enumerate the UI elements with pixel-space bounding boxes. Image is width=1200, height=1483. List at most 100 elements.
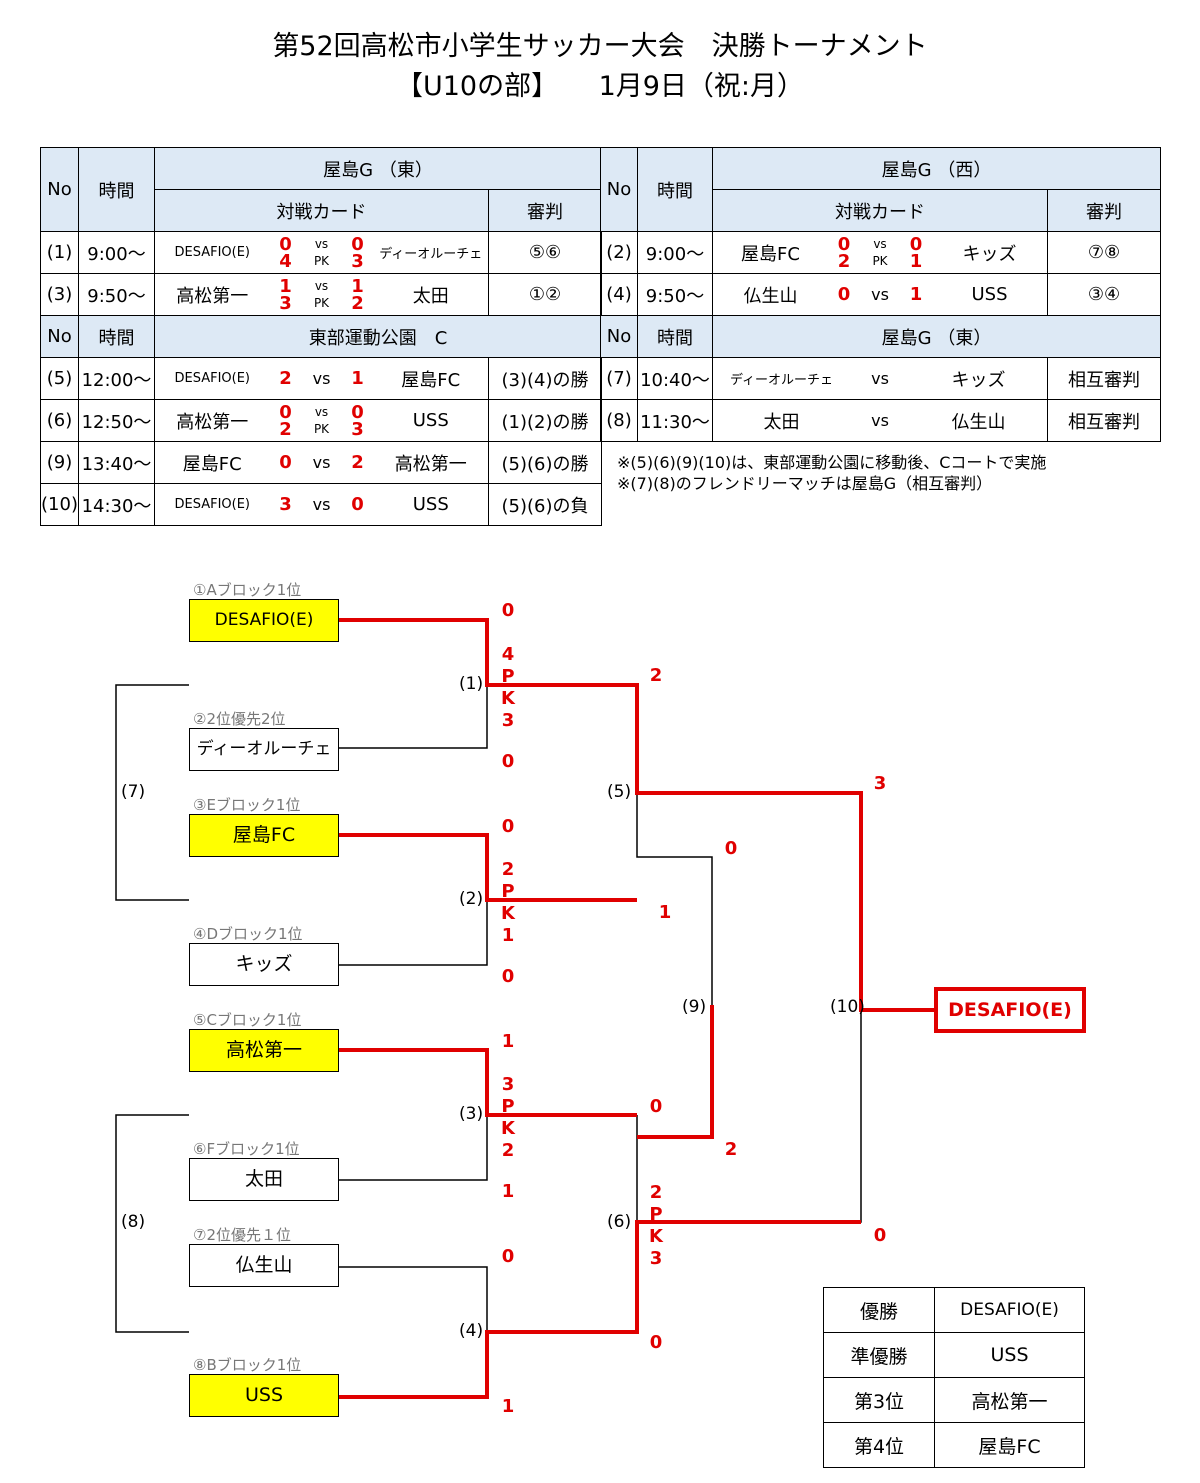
vs-label: vs xyxy=(871,369,889,388)
score-1: 0 xyxy=(837,284,851,305)
match-label-8: (8) xyxy=(121,1212,146,1232)
seed-team-5: 高松第一 xyxy=(189,1029,339,1072)
header-card: 対戦カード xyxy=(154,189,489,232)
team-1: 高松第一 xyxy=(176,411,249,433)
vs-label: vs xyxy=(871,411,889,430)
match-ref: 相互審判 xyxy=(1046,399,1162,442)
match-label-3: (3) xyxy=(459,1104,484,1124)
match-row-4: (4) 9:50～ 仏生山 0 vs 1 USS ③④ xyxy=(600,273,1162,316)
match-no: (7) xyxy=(600,357,638,400)
line-m4-top xyxy=(339,1266,488,1332)
score-1: 1 xyxy=(279,275,292,297)
match-no: (1) xyxy=(40,231,79,274)
header-time: 時間 xyxy=(78,147,155,232)
match-row-5: (5) 12:00～ DESAFIO(E) 2 vs 1 屋島FC (3)(4)… xyxy=(40,357,603,400)
ranking-row-1: 優勝 DESAFIO(E) xyxy=(823,1287,1085,1333)
seed-label-4: ④Dブロック1位 xyxy=(193,925,303,943)
line-m8-bracket xyxy=(115,1114,189,1333)
note-venue: ※(5)(6)(9)(10)は、東部運動公園に移動後、Cコートで実施 xyxy=(617,453,1047,472)
seed-team-2: ディーオルーチェ xyxy=(189,728,339,771)
note-friendly: ※(7)(8)のフレンドリーマッチは屋島G（相互審判） xyxy=(617,474,993,493)
match-time: 10:40～ xyxy=(637,357,713,400)
pk-score-2: 2 xyxy=(351,292,364,314)
vs-label: vs xyxy=(314,278,329,293)
match-time: 9:50～ xyxy=(637,273,713,316)
score-m4-top: 0 xyxy=(501,1246,515,1267)
line-m2-bottom xyxy=(339,900,488,966)
team-2: USS xyxy=(412,410,449,431)
venue-header: 屋島G （東） xyxy=(153,147,603,190)
match-label-6: (6) xyxy=(607,1212,632,1232)
vs-label: vs xyxy=(873,236,887,251)
match-ref: (5)(6)の勝 xyxy=(487,441,603,484)
score-m9-bottom: 2 xyxy=(724,1139,738,1160)
header-time: 時間 xyxy=(78,315,155,358)
pk-label: PK xyxy=(313,421,330,436)
rank-place: 準優勝 xyxy=(823,1332,935,1378)
pk-score-1: 4 xyxy=(279,250,292,272)
team-1: DESAFIO(E) xyxy=(174,371,250,386)
rank-place: 第4位 xyxy=(823,1422,935,1468)
score-m1-top: 0 xyxy=(501,600,515,621)
vs-label: vs xyxy=(314,404,329,419)
ranking-row-4: 第4位 屋島FC xyxy=(823,1422,1085,1468)
bracket-lines-red xyxy=(339,618,937,1399)
seed-team-3: 屋島FC xyxy=(189,814,339,857)
ranking-row-3: 第3位 高松第一 xyxy=(823,1377,1085,1423)
seed-label-6: ⑥Fブロック1位 xyxy=(193,1140,300,1158)
header-time: 時間 xyxy=(637,315,713,358)
match-label-9: (9) xyxy=(682,997,707,1017)
team-2: USS xyxy=(971,284,1008,305)
score-1: 0 xyxy=(837,233,851,255)
header-card: 対戦カード xyxy=(712,189,1048,232)
header-time: 時間 xyxy=(637,147,713,232)
vs-label: vs xyxy=(312,369,331,388)
team-1: DESAFIO(E) xyxy=(174,245,250,260)
score-2: 2 xyxy=(351,452,364,473)
score-m10-top: 3 xyxy=(873,773,887,794)
match-ref: ③④ xyxy=(1046,273,1162,316)
team-2: キッズ xyxy=(962,243,1017,265)
bracket-lines-black xyxy=(115,684,862,1333)
pk-score-1: 2 xyxy=(837,250,851,272)
header-ref: 審判 xyxy=(487,189,603,232)
match-ref: (1)(2)の勝 xyxy=(487,399,603,442)
team-1: 太田 xyxy=(763,411,800,433)
match-ref: 相互審判 xyxy=(1046,357,1162,400)
champion-box: DESAFIO(E) xyxy=(934,987,1086,1033)
vs-label: vs xyxy=(312,453,331,472)
seed-team-8: USS xyxy=(189,1374,339,1417)
score-m1-bottom: 0 xyxy=(501,751,515,772)
seed-label-7: ⑦2位優先１位 xyxy=(193,1226,291,1244)
score-2: 0 xyxy=(351,401,364,423)
venue-header: 東部運動公園 C xyxy=(153,315,603,358)
line-m1-bottom xyxy=(339,685,488,749)
score-1: 0 xyxy=(279,401,292,423)
seed-team-6: 太田 xyxy=(189,1158,339,1201)
venue-header: 屋島G （西） xyxy=(711,147,1162,190)
score-m3-bottom: 1 xyxy=(501,1181,515,1202)
pk-score-2: 3 xyxy=(351,418,364,440)
pk-score-1: 3 xyxy=(279,292,292,314)
match-ref: (5)(6)の負 xyxy=(487,483,603,526)
match-no: (5) xyxy=(40,357,79,400)
page-subtitle: 【U10の部】 1月9日（祝:月） xyxy=(395,71,805,102)
rank-team: USS xyxy=(934,1332,1085,1378)
pk-score-2: 3 xyxy=(351,250,364,272)
match-label-1: (1) xyxy=(459,674,484,694)
team-2: 仏生山 xyxy=(951,411,1006,433)
seed-label-2: ②2位優先2位 xyxy=(193,710,286,728)
team-2: 太田 xyxy=(412,285,449,307)
rank-team: 屋島FC xyxy=(934,1422,1085,1468)
vs-label: vs xyxy=(314,236,329,251)
match-no: (9) xyxy=(40,441,79,484)
pk-label: PK xyxy=(872,253,888,268)
